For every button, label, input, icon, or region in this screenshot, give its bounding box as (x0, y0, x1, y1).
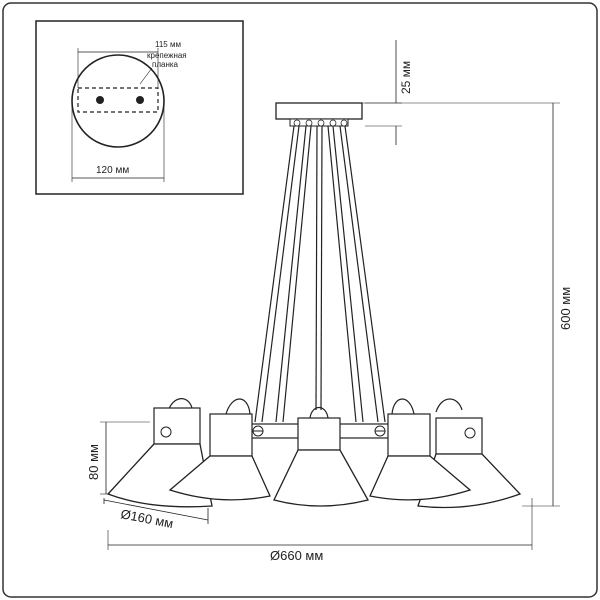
shade-height-label: 80 мм (86, 444, 101, 480)
rod-1 (254, 125, 295, 423)
mount-hole-right (136, 96, 144, 104)
rod-3 (315, 125, 318, 411)
rod-joint-5 (340, 119, 348, 127)
canopy-height-dimension: 25 мм (365, 40, 413, 145)
shade-center-cone (273, 449, 369, 507)
ceiling-canopy (275, 102, 363, 127)
shade-far-right-hook (435, 398, 463, 413)
shade-center (273, 406, 369, 507)
shade-left-hook (225, 398, 251, 415)
total-diameter-dimension: Ø660 мм (107, 498, 533, 563)
rod-4-inner (332, 125, 364, 423)
suspension-rods (254, 125, 386, 423)
shade-left-cone (168, 455, 271, 501)
strip-leader-line (139, 67, 153, 85)
canopy-diameter-label: 120 мм (96, 165, 129, 176)
shade-far-left-holder (153, 407, 201, 445)
shade-far-left-screw (160, 426, 172, 438)
shade-height-dimension: 80 мм (86, 421, 150, 495)
rod-5 (339, 125, 379, 423)
shade-far-right-holder (435, 417, 483, 455)
shade-right-holder (387, 413, 431, 457)
rod-joint-4 (329, 119, 337, 127)
shade-far-right-screw (464, 427, 476, 439)
inset-panel: 115 мм крепежная планка 120 мм (35, 20, 244, 195)
strip-name-line2: планка (152, 60, 179, 69)
rod-joint-2 (305, 119, 313, 127)
strip-name-line1: крепежная (147, 51, 187, 60)
shade-center-hook (309, 406, 329, 419)
mounting-strip (77, 87, 159, 113)
rod-5-inner (344, 125, 386, 423)
shade-right (369, 398, 472, 501)
rod-3-inner (320, 125, 323, 411)
shade-center-holder (297, 417, 341, 451)
total-diameter-label: Ø660 мм (270, 548, 323, 563)
shade-right-hook (391, 398, 415, 415)
rod-joint-1 (293, 119, 301, 127)
rod-4 (327, 125, 357, 423)
strip-width-label: 115 мм (155, 40, 181, 49)
shade-diameter-line (103, 499, 209, 521)
total-height-dimension: 600 мм (362, 102, 573, 507)
rod-2 (275, 125, 307, 423)
inset-frame (35, 20, 244, 195)
rod-1-inner (261, 125, 300, 423)
rod-2-inner (282, 125, 312, 423)
mount-hole-left (96, 96, 104, 104)
total-height-label: 600 мм (558, 287, 573, 330)
canopy-height-label: 25 мм (399, 61, 413, 94)
shade-left-holder (209, 413, 253, 457)
canopy-plate (275, 102, 363, 120)
shade-right-cone (369, 455, 472, 501)
rod-joint-3 (317, 119, 325, 127)
shade-diameter-label: Ø160 мм (119, 506, 174, 531)
shade-left (168, 398, 271, 501)
